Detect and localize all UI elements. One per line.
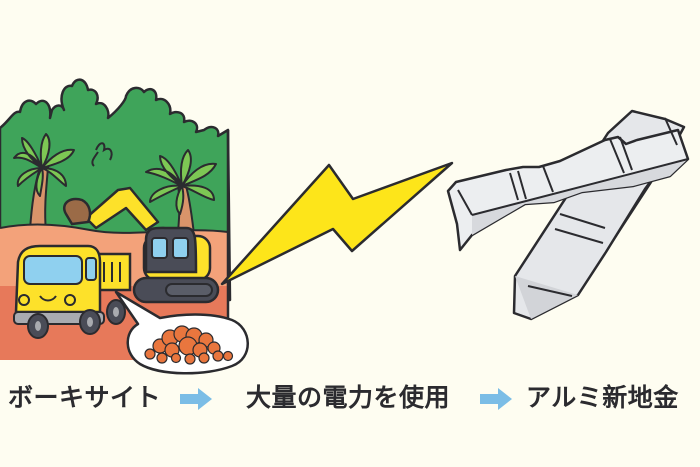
bauxite-ore-bubble — [114, 290, 249, 375]
step-label-aluminum-ingot: アルミ新地金 — [526, 383, 679, 412]
arrow-right-icon — [480, 388, 512, 410]
excavator — [63, 186, 220, 304]
palm-tree-left — [13, 133, 75, 234]
bauxite-mining-scene — [0, 78, 249, 375]
step-label-electricity: 大量の電力を使用 — [246, 383, 451, 412]
process-flow-labels: ボーキサイト 大量の電力を使用 アルミ新地金 — [0, 376, 700, 420]
lightning-bolt — [220, 161, 454, 286]
step-label-bauxite: ボーキサイト — [8, 383, 162, 412]
palm-tree-right — [145, 149, 217, 236]
arrow-right-icon — [180, 388, 212, 410]
dump-truck — [13, 244, 132, 339]
aluminum-ingots — [446, 109, 690, 321]
